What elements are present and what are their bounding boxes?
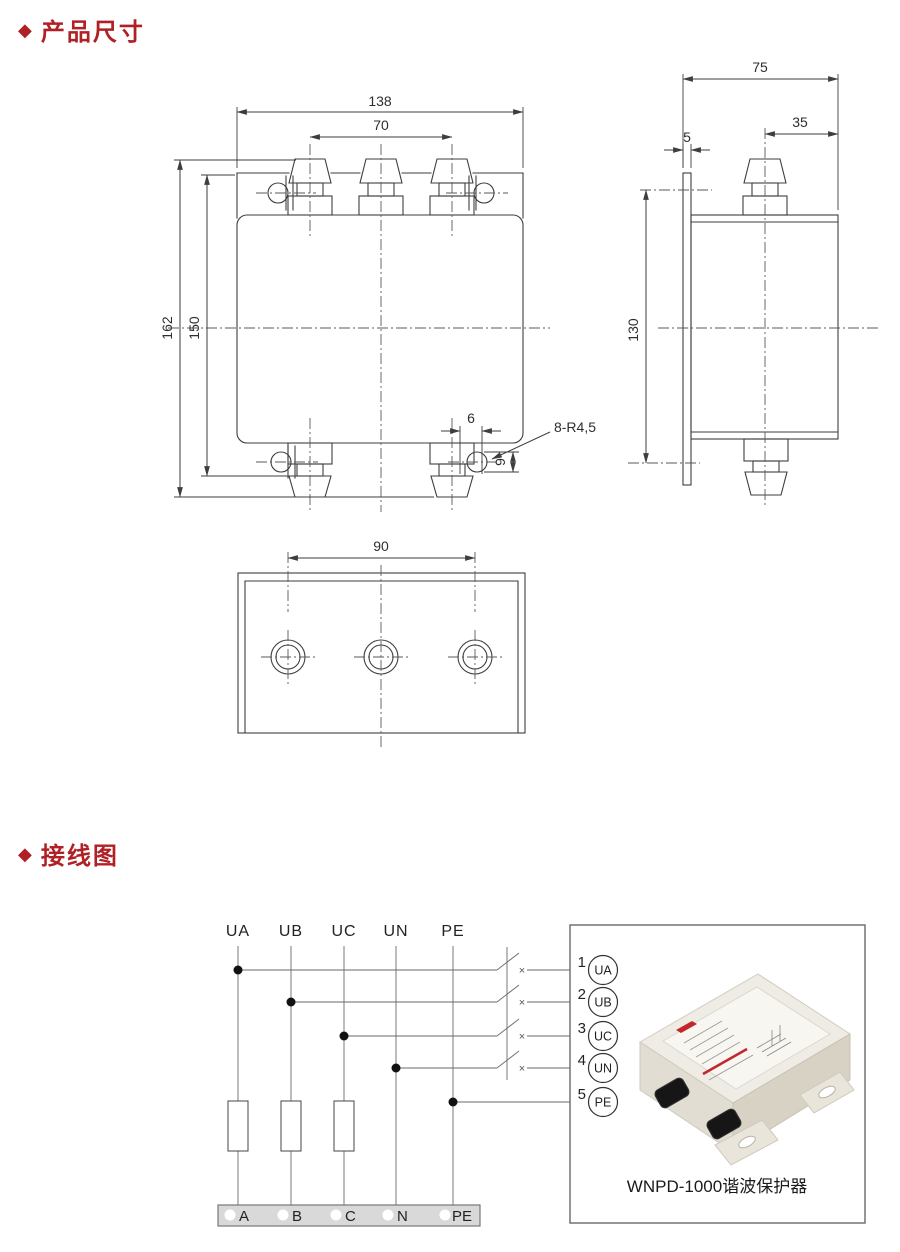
cable-gland-1 xyxy=(654,1077,690,1109)
mounting-flange-side xyxy=(682,172,692,486)
dim-8-r45: 8-R4,5 xyxy=(554,419,596,435)
terminal-1-num: 1 xyxy=(578,954,586,971)
dim-138: 138 xyxy=(368,93,392,109)
phase-label-uc: UC xyxy=(331,923,356,940)
switch-contact-mark: × xyxy=(519,997,525,1009)
dim-5: 5 xyxy=(683,129,691,145)
dim-150: 150 xyxy=(186,316,202,340)
phase-label-ub: UB xyxy=(279,923,303,940)
device-body-front xyxy=(236,214,524,444)
section-title-dimensions: 产品尺寸 xyxy=(40,19,145,46)
switch-contact-mark: × xyxy=(519,1063,525,1075)
dim-90: 90 xyxy=(373,538,389,554)
device-photo xyxy=(639,973,855,1166)
dim-6: 6 xyxy=(467,410,475,426)
label-company-line xyxy=(702,1047,748,1076)
bus-label-c: C xyxy=(345,1208,356,1225)
terminal-1-label: UA xyxy=(594,964,612,978)
cable-gland-2 xyxy=(706,1108,742,1140)
device-body-bottom xyxy=(237,572,526,734)
terminal-5-num: 5 xyxy=(578,1086,586,1103)
terminal-5-label: PE xyxy=(595,1096,612,1110)
label-text-lines xyxy=(683,1020,741,1065)
section-title-wiring: 接线图 xyxy=(40,843,119,870)
terminal-4-label: UN xyxy=(594,1062,612,1076)
bus-terminal-strip: A B C N PE xyxy=(217,1204,481,1227)
side-view-drawing: 75 35 5 130 xyxy=(625,59,878,505)
bus-label-a: A xyxy=(239,1208,249,1225)
terminal-2-num: 2 xyxy=(578,986,586,1003)
terminal-4-num: 4 xyxy=(578,1052,586,1069)
dim-70: 70 xyxy=(373,117,389,133)
terminal-3-num: 3 xyxy=(578,1020,586,1037)
label-mini-diagram xyxy=(756,1025,792,1057)
centerlines-bottom xyxy=(261,552,502,748)
section-header-dimensions: ◆ 产品尺寸 xyxy=(18,12,145,47)
section-header-wiring: ◆ 接线图 xyxy=(18,836,119,871)
wiring-diagram: UA UB UC UN PE xyxy=(217,923,866,1227)
phase-lines xyxy=(237,946,454,1205)
brand-logo-mark xyxy=(676,1021,697,1033)
switch-contact-mark: × xyxy=(519,965,525,977)
bus-label-b: B xyxy=(292,1208,302,1225)
fuses xyxy=(227,1100,355,1152)
bus-label-pe: PE xyxy=(452,1208,472,1225)
phase-label-ua: UA xyxy=(226,923,250,940)
device-label xyxy=(662,986,831,1090)
dimensions-front: 138 70 162 150 6 8-R4,5 xyxy=(159,93,596,498)
front-view-drawing: 138 70 162 150 6 8-R4,5 xyxy=(159,93,596,512)
bus-label-n: N xyxy=(397,1208,408,1225)
switch-contact-mark: × xyxy=(519,1031,525,1043)
branch-lines xyxy=(233,965,588,1107)
phase-label-pe: PE xyxy=(441,923,464,940)
dim-130: 130 xyxy=(625,318,641,342)
diamond-bullet-icon: ◆ xyxy=(18,19,32,40)
terminal-2-label: UB xyxy=(594,996,611,1010)
phase-label-un: UN xyxy=(383,923,408,940)
dim-162: 162 xyxy=(159,316,175,340)
dim-75: 75 xyxy=(752,59,768,75)
dim-35: 35 xyxy=(792,114,808,130)
dimensions-side: 75 35 5 130 xyxy=(625,59,839,464)
terminal-3-label: UC xyxy=(594,1030,612,1044)
dim-9: 9 xyxy=(492,458,508,466)
device-caption: WNPD-1000谐波保护器 xyxy=(627,1177,807,1196)
device-body-side xyxy=(690,214,839,440)
diamond-bullet-icon: ◆ xyxy=(18,843,32,864)
device-terminals: 1 UA 2 UB 3 UC 4 UN 5 PE xyxy=(578,954,619,1118)
bottom-view-drawing: 90 xyxy=(237,538,526,748)
